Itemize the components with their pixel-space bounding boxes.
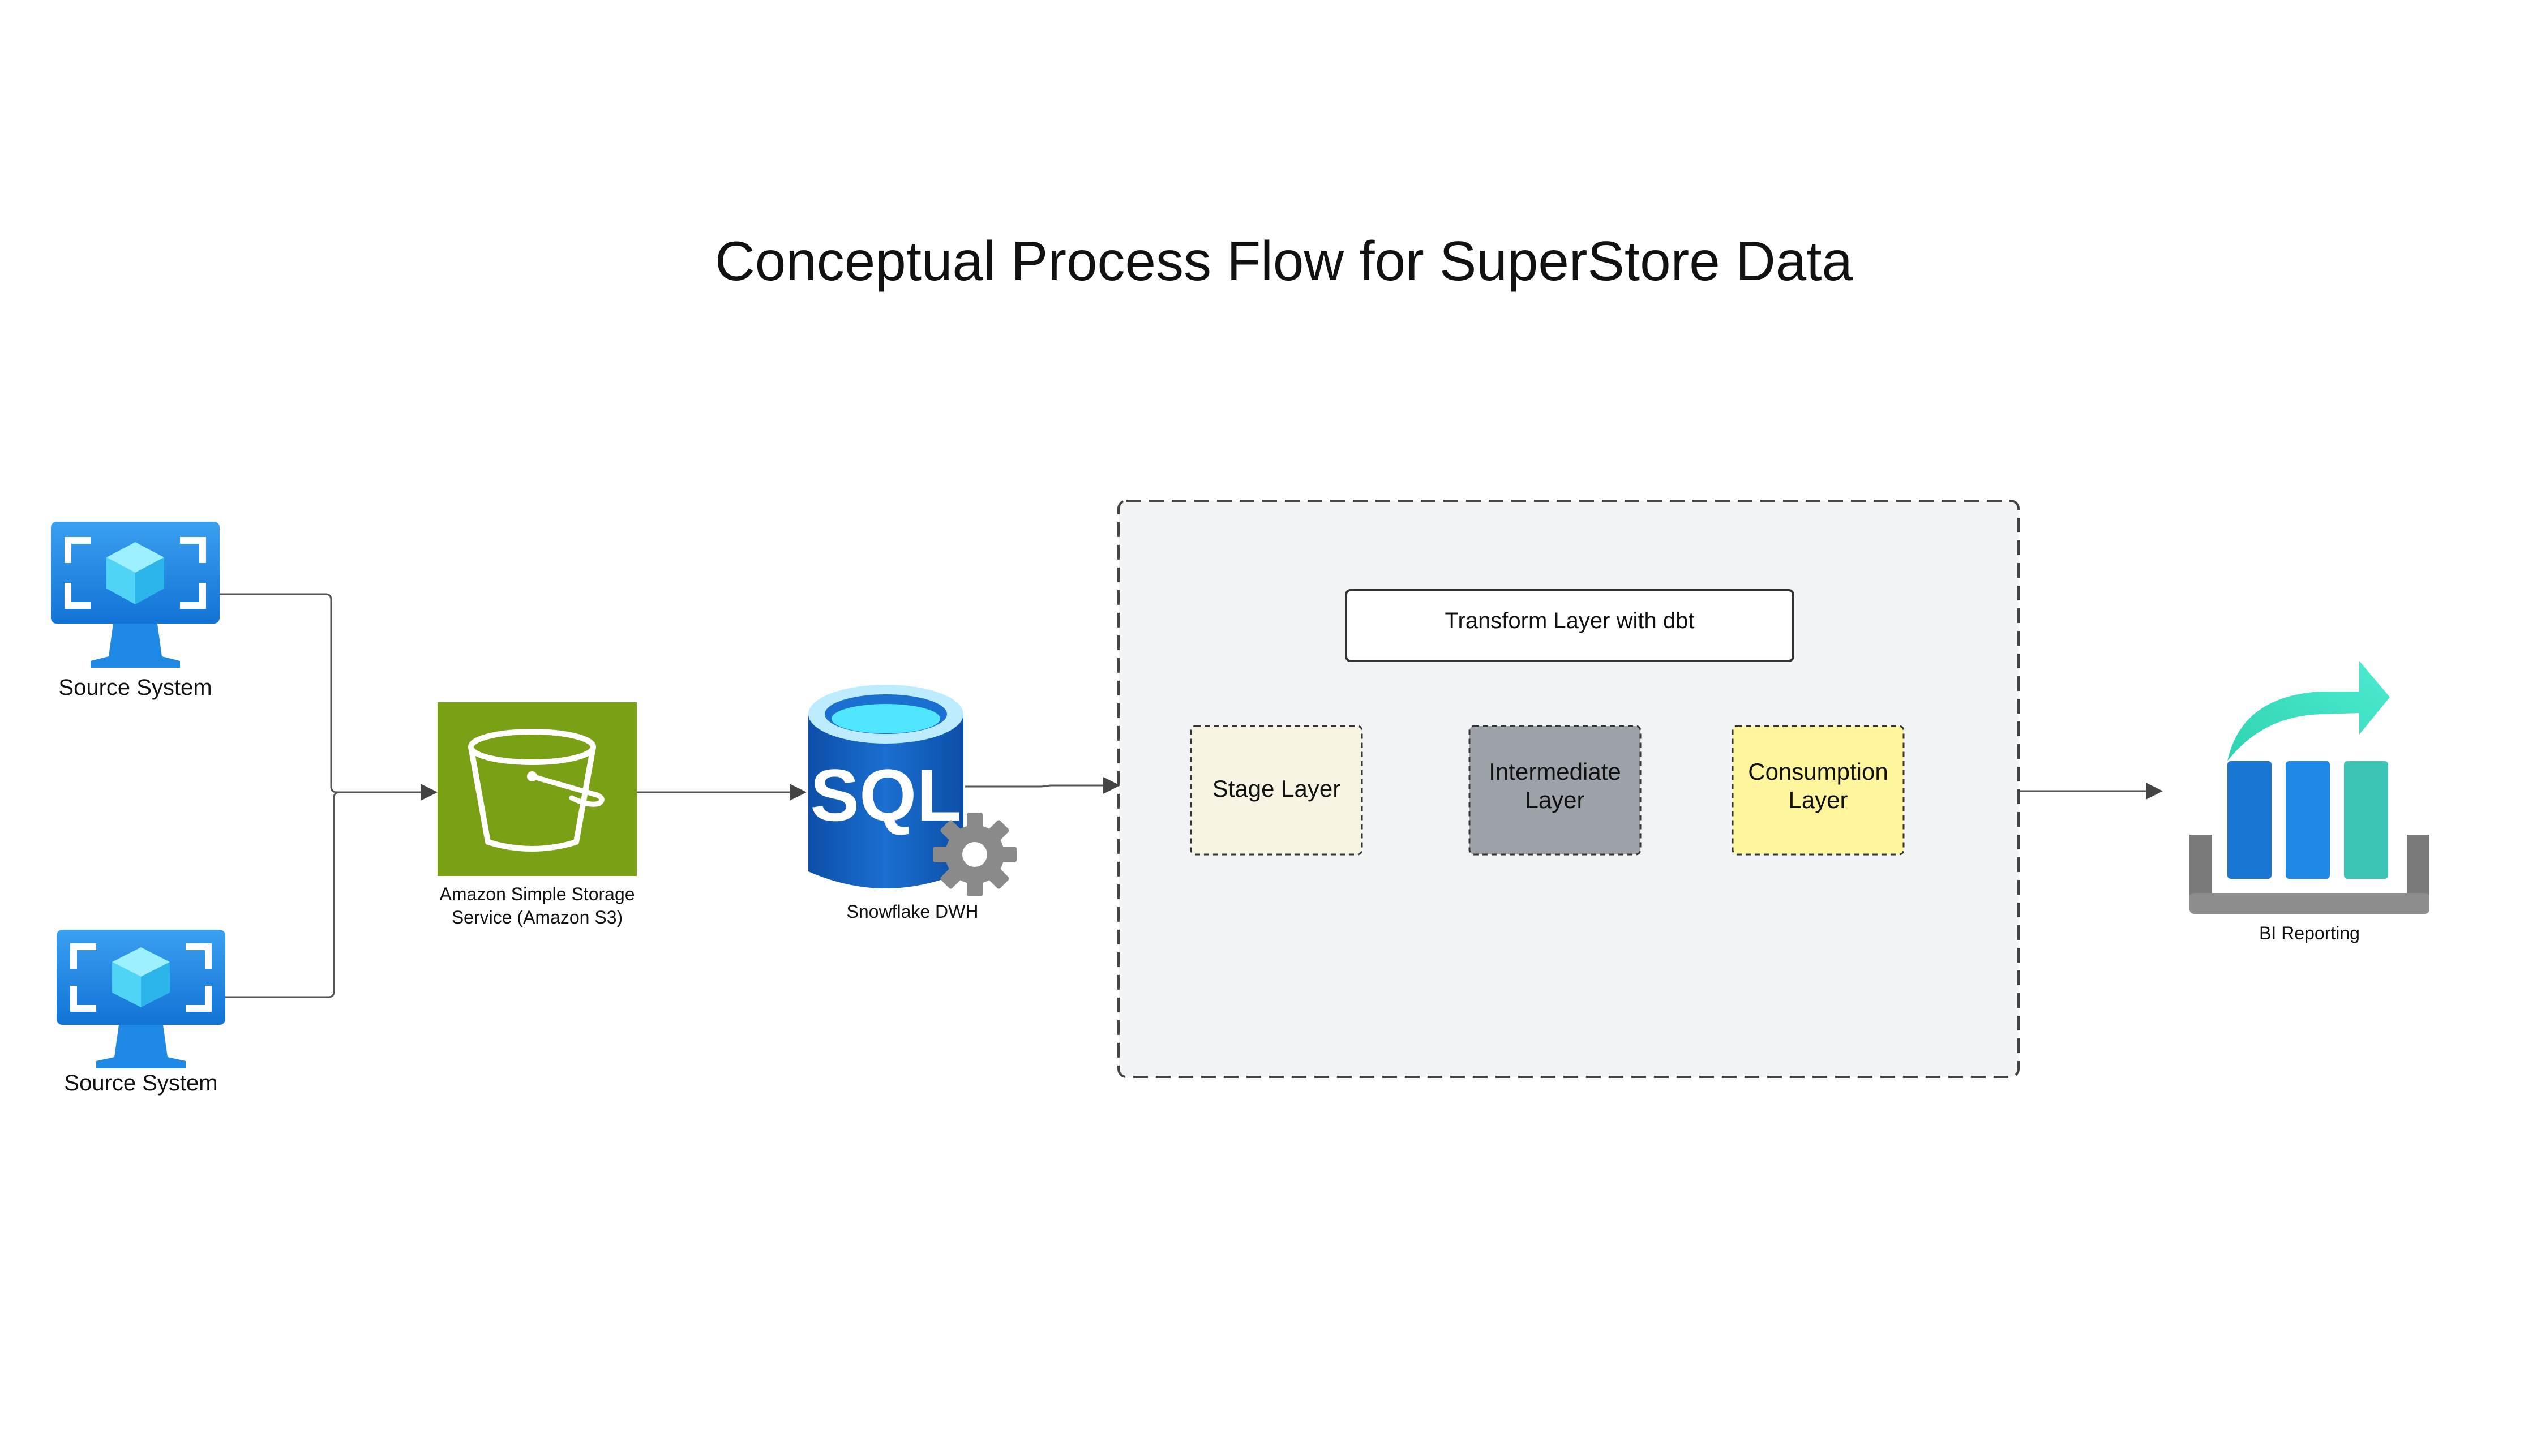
sql-icon-text: SQL	[810, 754, 961, 836]
gear-icon	[933, 813, 1017, 896]
transform-layer-box[interactable]: Transform Layer with dbt	[1345, 589, 1794, 662]
stage-layer-label: Stage Layer	[1212, 775, 1341, 802]
bi-reporting-node[interactable]: BI Reporting	[2189, 661, 2429, 943]
virtual-machine-icon	[57, 930, 225, 1068]
intermediate-layer-label-line2: Layer	[1525, 787, 1584, 813]
source-system-top-label: Source System	[58, 675, 212, 700]
bi-reporting-label: BI Reporting	[2259, 923, 2360, 943]
source-system-top[interactable]: Source System	[51, 522, 220, 700]
edge-source-bottom-to-s3	[224, 791, 340, 998]
amazon-s3-node[interactable]: Amazon Simple Storage Service (Amazon S3…	[438, 702, 637, 927]
s3-bucket-icon	[438, 702, 637, 876]
consumption-layer-box[interactable]: Consumption Layer	[1732, 725, 1905, 856]
source-system-bottom[interactable]: Source System	[57, 930, 225, 1096]
consumption-layer-label-line1: Consumption	[1748, 758, 1888, 785]
stage-layer-box[interactable]: Stage Layer	[1190, 725, 1363, 856]
snowflake-dwh-node[interactable]: SQL Snowflake DWH	[808, 685, 1017, 922]
diagram-title: Conceptual Process Flow for SuperStore D…	[715, 230, 1853, 292]
transform-layer-label: Transform Layer with dbt	[1445, 608, 1695, 633]
intermediate-layer-label-line1: Intermediate	[1489, 758, 1621, 785]
virtual-machine-icon	[51, 522, 220, 668]
sql-database-icon: SQL	[808, 685, 963, 888]
edge-source-top-to-s3	[218, 593, 438, 801]
bi-report-chart-icon	[2189, 661, 2429, 914]
s3-label-line1: Amazon Simple Storage	[439, 884, 635, 904]
s3-label-line2: Service (Amazon S3)	[452, 907, 623, 927]
consumption-layer-label-line2: Layer	[1788, 787, 1848, 813]
intermediate-layer-box[interactable]: Intermediate Layer	[1468, 725, 1642, 856]
snowflake-label: Snowflake DWH	[847, 901, 979, 922]
transform-group: Transform Layer with dbt Stage Layer Int…	[1117, 500, 2020, 1078]
source-system-bottom-label: Source System	[64, 1071, 217, 1096]
edge-snowflake-to-transform	[965, 777, 1120, 794]
